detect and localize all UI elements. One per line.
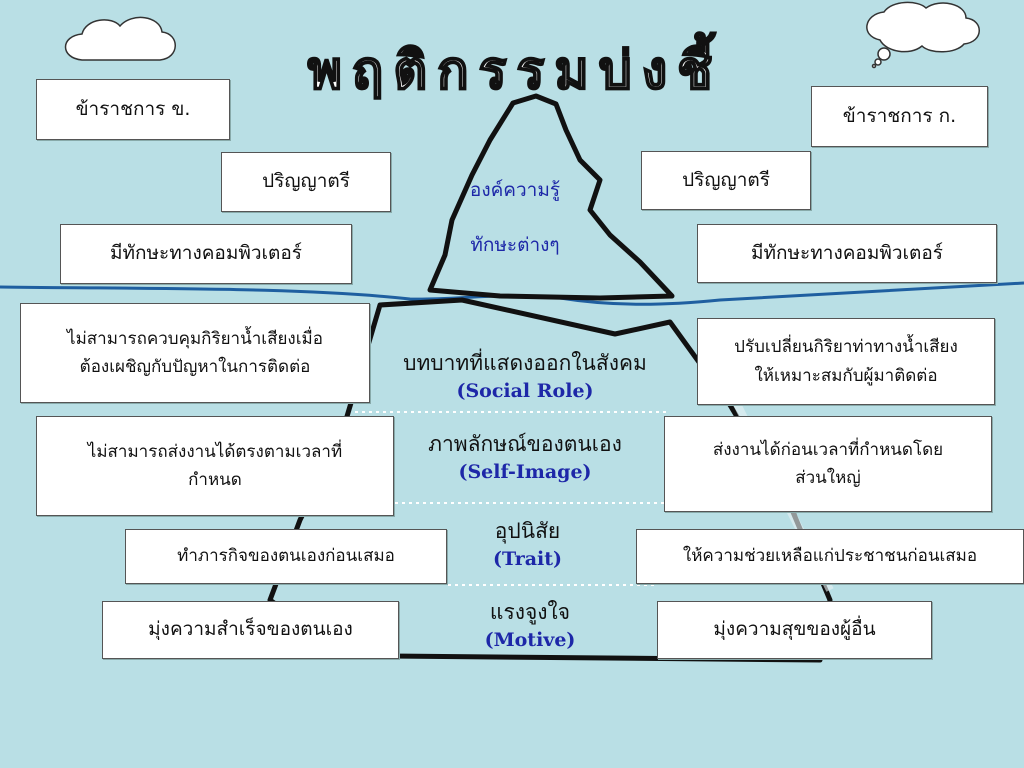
right-motive-box: มุ่งความสุขของผู้อื่น — [657, 601, 932, 659]
layer-label-th: แรงจูงใจ — [489, 600, 571, 624]
left-role-box: ไม่สามารถควบคุมกิริยาน้ำเสียงเมื่อ ต้องเ… — [20, 303, 370, 403]
layer-trait: อุปนิสัย (Trait) — [455, 515, 600, 570]
right-skill-box: มีทักษะทางคอมพิวเตอร์ — [697, 224, 997, 283]
left-trait-box: ทำภารกิจของตนเองก่อนเสมอ — [125, 529, 447, 584]
right-image-box: ส่งงานได้ก่อนเวลาที่กำหนดโดย ส่วนใหญ่ — [664, 416, 992, 512]
box-line: ต้องเผชิญกับปัญหาในการติดต่อ — [79, 357, 311, 377]
layer-label-th: บทบาทที่แสดงออกในสังคม — [403, 351, 647, 375]
box-line: ไม่สามารถควบคุมกิริยาน้ำเสียงเมื่อ — [67, 328, 323, 349]
left-motive-box: มุ่งความสำเร็จของตนเอง — [102, 601, 399, 659]
layer-label-th: อุปนิสัย — [494, 519, 561, 543]
layer-separators — [355, 411, 670, 586]
right-role-box: ปรับเปลี่ยนกิริยาท่าทางน้ำเสียง ให้เหมาะ… — [697, 318, 995, 405]
cloud-right-icon — [866, 1, 980, 69]
cloud-left-icon — [64, 16, 176, 61]
page-title: พฤติกรรมบ่งชี้ — [307, 40, 723, 102]
right-trait-box: ให้ความช่วยเหลือแก่ประชาชนก่อนเสมอ — [636, 529, 1024, 584]
left-skill-box: มีทักษะทางคอมพิวเตอร์ — [60, 224, 352, 284]
left-image-box: ไม่สามารถส่งงานได้ตรงตามเวลาที่ กำหนด — [36, 416, 394, 516]
layer-label-en: (Social Role) — [456, 380, 594, 402]
left-header-box: ข้าราชการ ข. — [36, 79, 230, 140]
layer-self-image: ภาพลักษณ์ของตนเอง (Self-Image) — [390, 428, 660, 483]
left-degree-box: ปริญญาตรี — [221, 152, 391, 212]
layer-label-en: (Trait) — [492, 548, 563, 570]
peak-skills-label: ทักษะต่างๆ — [470, 234, 560, 256]
box-line: ส่งงานได้ก่อนเวลาที่กำหนดโดย — [712, 439, 944, 460]
layer-label-en: (Motive) — [484, 629, 576, 651]
right-degree-box: ปริญญาตรี — [641, 151, 811, 210]
box-line: ไม่สามารถส่งงานได้ตรงตามเวลาที่ — [87, 441, 343, 462]
box-line: ปรับเปลี่ยนกิริยาท่าทางน้ำเสียง — [734, 337, 958, 358]
iceberg-tip — [427, 93, 675, 301]
layer-motive: แรงจูงใจ (Motive) — [455, 596, 605, 651]
peak-knowledge-label: องค์ความรู้ — [469, 179, 561, 201]
box-line: กำหนด — [188, 470, 242, 490]
layer-label-th: ภาพลักษณ์ของตนเอง — [428, 432, 622, 456]
box-line: ให้เหมาะสมกับผู้มาติดต่อ — [754, 365, 938, 386]
box-line: ส่วนใหญ่ — [795, 468, 861, 488]
right-header-box: ข้าราชการ ก. — [811, 86, 988, 147]
layer-social-role: บทบาทที่แสดงออกในสังคม (Social Role) — [370, 347, 680, 402]
water-line — [0, 281, 1024, 306]
layer-label-en: (Self-Image) — [458, 461, 592, 483]
